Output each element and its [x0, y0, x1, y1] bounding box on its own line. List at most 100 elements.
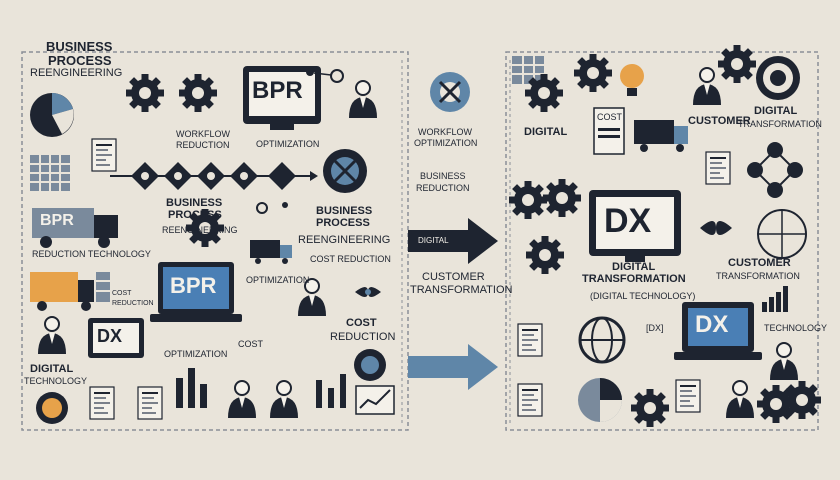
reduction-label: REDUCTION — [176, 140, 230, 150]
mid-title-line-2: PROCESS — [168, 209, 222, 221]
trend-chart-icon — [355, 385, 395, 415]
dx-bracket-label: [DX] — [646, 323, 664, 333]
mid-title-line-3: REENGINEERING — [162, 225, 238, 235]
document-icon — [705, 151, 731, 185]
truck-icon — [250, 240, 292, 264]
dx-monitor-icon — [88, 318, 144, 358]
laptop-icon — [674, 302, 762, 360]
gear-icon — [126, 74, 164, 112]
businessman-icon — [227, 380, 257, 419]
gear-icon — [509, 181, 547, 219]
node-network-icon — [747, 142, 803, 198]
person-icon — [692, 67, 722, 106]
bar-chart-icon — [762, 286, 788, 312]
grid-table-icon — [30, 155, 70, 191]
optimization-label-top: OPTIMIZATION — [256, 139, 320, 149]
pie-chart-icon — [30, 93, 74, 137]
title-line-2: PROCESS — [48, 53, 112, 68]
laptop-icon — [150, 262, 242, 322]
optimization-label-mid: OPTIMIZATION — [246, 275, 310, 285]
cost-reduction-line-2: REDUCTION — [330, 331, 396, 343]
chain-link-icon — [256, 202, 288, 214]
dark-arrow — [408, 218, 498, 264]
dx-caption-sub: (DIGITAL TECHNOLOGY) — [590, 291, 696, 301]
bpr-truck-label: BPR — [40, 212, 74, 229]
center-title-line-3: REENGINEERING — [298, 234, 391, 246]
right-panel-frame — [505, 51, 819, 431]
customer-label: CUSTOMER — [688, 115, 751, 127]
delivery-truck-icon — [32, 208, 118, 248]
gear-icon — [525, 74, 563, 112]
optimization-label-low: OPTIMIZATION — [164, 349, 228, 359]
customer-line-2: TRANSFORMATION — [410, 284, 513, 296]
dx-laptop-label: DX — [695, 311, 729, 338]
small-caption-1: COST — [112, 290, 132, 297]
bar-chart-icon — [316, 374, 346, 408]
business-line-2: REDUCTION — [416, 183, 470, 193]
gear-icon — [543, 179, 581, 217]
businessman-icon — [348, 80, 378, 119]
network-icon — [306, 68, 344, 83]
businesswoman-icon — [725, 380, 755, 419]
gear-icon — [631, 389, 669, 427]
process-flow-chain — [110, 162, 318, 190]
document-stack-icon — [593, 107, 625, 155]
delivery-truck-icon — [634, 120, 688, 152]
document-icon — [517, 323, 543, 357]
gear-icon — [179, 74, 217, 112]
workflow-line-2: OPTIMIZATION — [414, 138, 478, 148]
cycle-icon — [354, 349, 386, 381]
mid-title-line-1: BUSINESS — [166, 197, 223, 209]
customer-small-line-1: CUSTOMER — [728, 257, 791, 269]
title-line-1: BUSINESS — [46, 39, 113, 54]
globe-icon — [36, 392, 68, 424]
workflow-label: WORKFLOW — [176, 129, 230, 139]
network-icon — [757, 209, 807, 259]
cycle-gear-icon — [323, 149, 367, 193]
reduction-technology: REDUCTION TECHNOLOGY — [32, 249, 151, 259]
dx-caption-line-2: TRANSFORMATION — [582, 273, 686, 285]
stack-icon — [96, 272, 110, 302]
gear-icon — [718, 45, 756, 83]
globe-icon — [578, 316, 626, 364]
technology-label: TECHNOLOGY — [764, 323, 828, 333]
digital-transformation-line-2: TRANSFORMATION — [738, 119, 822, 129]
document-icon — [675, 379, 701, 413]
digital-tech-line-2: TECHNOLOGY — [24, 376, 88, 386]
center-title-line-2: PROCESS — [316, 217, 370, 229]
bar-chart-icon — [176, 368, 207, 408]
document-icon — [517, 383, 543, 417]
pie-chart-icon — [578, 378, 622, 422]
arrow-label: DIGITAL — [418, 236, 449, 245]
gear-icon — [574, 54, 612, 92]
bow-icon — [700, 221, 732, 235]
document-icon — [137, 386, 163, 420]
cost-reduction-label: COST REDUCTION — [310, 254, 391, 264]
center-gear-icon — [430, 72, 470, 112]
lightbulb-icon — [620, 64, 644, 96]
blue-arrow — [408, 344, 498, 390]
person-icon — [37, 316, 67, 355]
cargo-truck-icon — [30, 272, 94, 311]
customer-line-1: CUSTOMER — [422, 271, 485, 283]
bow-icon — [355, 287, 381, 297]
document-icon — [91, 138, 117, 172]
dx-monitor-icon — [589, 190, 681, 262]
gear-icon — [526, 236, 564, 274]
digital-tech-line-1: DIGITAL — [30, 363, 74, 375]
target-icon — [756, 56, 800, 100]
title-line-3: REENGINEERING — [30, 67, 123, 79]
grid-table-icon — [512, 56, 544, 84]
businesswoman-icon — [769, 342, 799, 381]
digital-label: DIGITAL — [524, 126, 568, 138]
small-caption-2: REDUCTION — [112, 300, 154, 307]
document-icon — [89, 386, 115, 420]
business-line-1: BUSINESS — [420, 171, 466, 181]
bpr-badge: BPR — [252, 77, 303, 104]
digital-transformation-line-1: DIGITAL — [754, 105, 798, 117]
cost-badge: COST — [597, 112, 623, 122]
bpr-laptop-label: BPR — [170, 273, 217, 298]
center-title-line-1: BUSINESS — [316, 205, 373, 217]
